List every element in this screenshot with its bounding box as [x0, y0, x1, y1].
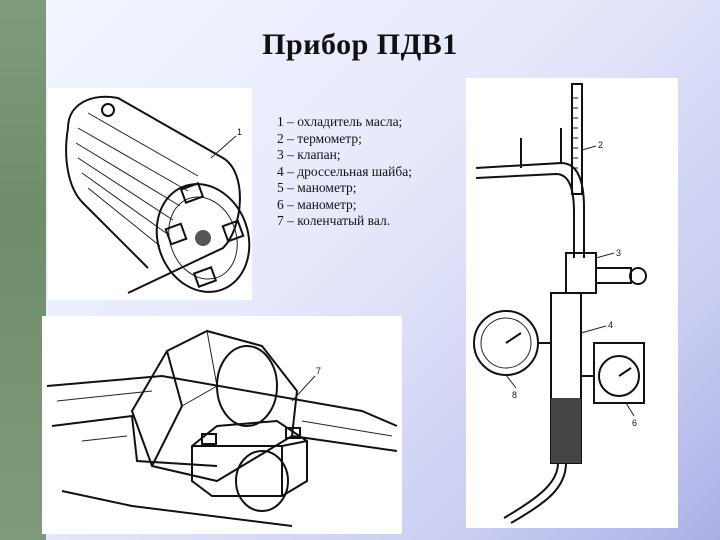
- parts-legend: 1 – охладитель масла; 2 – термометр; 3 –…: [277, 114, 462, 230]
- slide-side-band: [0, 0, 46, 540]
- slide-title: Прибор ПДВ1: [262, 28, 458, 61]
- legend-item: 1 – охладитель масла;: [277, 114, 403, 129]
- legend-item: 4 – дроссельная шайба;: [277, 163, 413, 179]
- crankshaft-drawing: 7: [42, 316, 402, 534]
- legend-item: 2 – термометр;: [277, 130, 362, 146]
- callout-6: 6: [632, 418, 637, 428]
- callout-4: 4: [608, 320, 613, 330]
- legend-item: 5 – манометр;: [277, 180, 357, 195]
- legend-item: 3 – клапан;: [277, 147, 341, 162]
- legend-item: 6 – манометр;: [277, 196, 357, 212]
- callout-2: 2: [598, 140, 603, 150]
- callout-8: 8: [512, 390, 517, 400]
- instrument-assembly-drawing: 2 3 4 8 6: [466, 78, 678, 528]
- callout-1: 1: [237, 127, 242, 137]
- oil-cooler-drawing: 1: [48, 88, 252, 300]
- callout-7: 7: [316, 366, 321, 376]
- legend-item: 7 – коленчатый вал.: [277, 213, 391, 228]
- callout-3: 3: [616, 248, 621, 258]
